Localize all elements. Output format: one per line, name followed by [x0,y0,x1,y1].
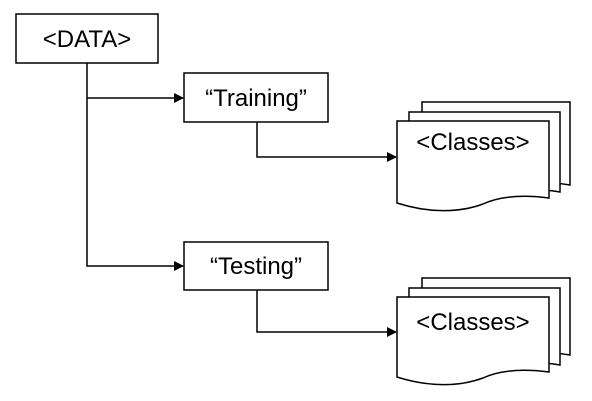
testing-box [183,241,329,291]
connectors [86,63,397,337]
testing-classes-label: <Classes> [416,309,529,336]
testing-label: “Testing” [210,253,302,280]
root-box [15,13,159,64]
testing-node: “Testing” [183,241,329,291]
root-to-testing-connector [86,98,184,271]
training-label: “Training” [205,85,307,112]
training-node: “Training” [183,72,329,123]
root-to-training-connector [86,63,184,103]
document-sheet-front [396,120,550,212]
root-label: <DATA> [43,26,131,53]
training-classes-multidocument: <Classes> [396,101,571,212]
root-node: <DATA> [15,13,159,64]
training-classes-label: <Classes> [416,129,529,156]
training-to-classes-connector [256,122,397,162]
testing-classes-multidocument: <Classes> [396,277,571,386]
training-box [183,72,329,123]
testing-to-classes-connector [256,290,397,337]
document-sheet-front [396,296,550,386]
